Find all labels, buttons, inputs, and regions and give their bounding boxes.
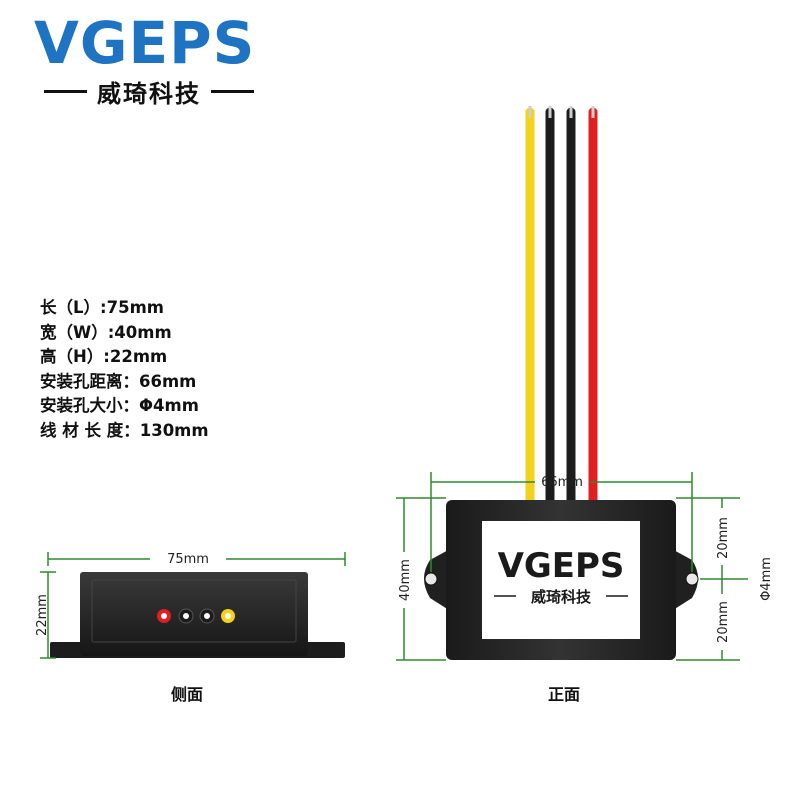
side-view-bevel <box>91 579 297 643</box>
bottom-half-label: 20mm <box>716 601 731 643</box>
hole-distance-dimension <box>430 472 693 572</box>
right-mounting-ear <box>670 548 698 612</box>
side-height-dimension <box>40 571 56 659</box>
terminal-core <box>183 613 189 619</box>
spec-width: 宽（W）:40mm <box>40 322 172 342</box>
side-height-label: 22mm <box>35 594 50 636</box>
side-view-caption: 侧面 <box>171 685 204 704</box>
wires <box>525 106 598 505</box>
module-label-brand: VGEPS <box>498 546 625 586</box>
terminal-core <box>204 613 210 619</box>
spec-hole-size: 安装孔大小：Φ4mm <box>40 396 199 415</box>
side-width-dimension <box>47 552 346 566</box>
brand-subtitle: 威琦科技 <box>97 79 201 108</box>
side-view-body <box>80 572 308 656</box>
hole-size-label: Φ4mm <box>759 557 774 601</box>
wire-terminals <box>157 608 235 624</box>
spec-hole-distance: 安装孔距离：66mm <box>40 371 197 391</box>
front-height-label: 40mm <box>398 559 413 601</box>
spec-wire-length: 线 材 长 度：130mm <box>40 420 209 440</box>
spec-list: 长（L）:75mm 宽（W）:40mm 高（H）:22mm 安装孔距离：66mm… <box>40 296 209 443</box>
terminal-core <box>161 613 167 619</box>
divider <box>211 89 254 93</box>
front-height-dimension <box>396 497 446 661</box>
spec-height: 高（H）:22mm <box>40 347 168 366</box>
brand-logo: VGEPS 威琦科技 <box>34 9 264 108</box>
brand-subtitle-row: 威琦科技 <box>34 76 264 108</box>
terminal-core <box>225 613 231 619</box>
right-mounting-hole <box>685 572 699 586</box>
side-width-label: 75mm <box>167 552 209 567</box>
hole-distance-label: 66mm <box>541 475 583 490</box>
module-label <box>482 521 640 639</box>
divider <box>44 89 87 93</box>
module-label-subtitle: 威琦科技 <box>531 588 592 606</box>
top-half-label: 20mm <box>716 517 731 559</box>
left-mounting-hole <box>424 572 438 586</box>
half-height-dimensions <box>676 497 748 661</box>
spec-length: 长（L）:75mm <box>40 298 164 317</box>
brand-name: VGEPS <box>34 9 256 77</box>
side-view: 75mm 22mm <box>35 552 346 659</box>
front-view-caption: 正面 <box>548 685 581 704</box>
front-view: VGEPS 威琦科技 66mm 40mm 20mm <box>396 106 774 661</box>
